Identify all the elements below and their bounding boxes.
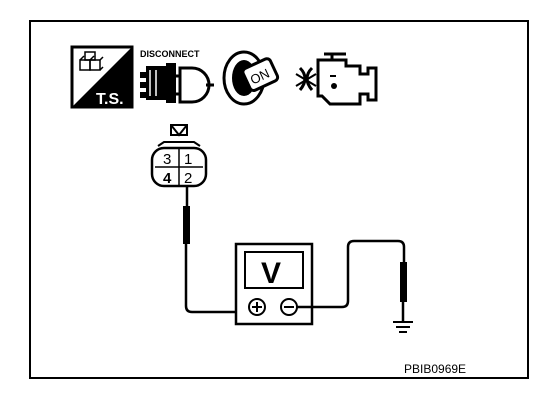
positive-probe-lead (183, 186, 252, 314)
parts-boxes-icon (79, 51, 104, 71)
ts-label: T.S. (96, 91, 124, 108)
figure-code: PBIB0969E (404, 362, 466, 376)
terminal-4: 4 (163, 170, 172, 187)
terminal-2: 2 (184, 170, 192, 187)
voltmeter: V (234, 242, 314, 326)
terminal-3: 3 (163, 151, 171, 168)
ts-icon: T.S. (70, 45, 134, 109)
voltmeter-label: V (261, 257, 281, 290)
ignition-on-label: ON (248, 66, 272, 88)
ground-lead (296, 239, 407, 322)
positive-terminal-icon (248, 298, 266, 316)
harness-connector: 3 1 4 2 (150, 124, 208, 188)
ground-symbol-icon (393, 321, 413, 333)
ignition-on-icon: ON (222, 50, 280, 106)
disconnect-icon: DISCONNECT (140, 49, 214, 104)
engine-icon (295, 52, 378, 106)
disconnect-label: DISCONNECT (140, 49, 200, 59)
terminal-1: 1 (184, 151, 192, 168)
negative-terminal-icon (280, 298, 298, 316)
